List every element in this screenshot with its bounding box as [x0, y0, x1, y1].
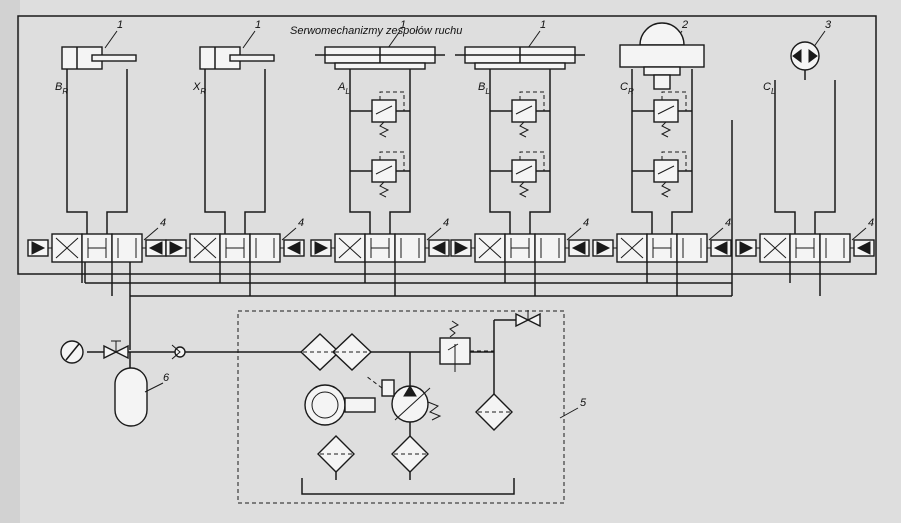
power-unit: 5 [237, 310, 587, 504]
valve-callout: 4 [160, 217, 166, 229]
actuator-4: 1BL [455, 19, 585, 235]
actuator-1: 1BR [55, 19, 137, 235]
pressure-valve-icon [490, 151, 550, 198]
actuator-5: 2CR [619, 19, 705, 235]
valve-callout: 4 [868, 217, 874, 229]
directional-valve-6: 4 [735, 217, 875, 296]
power-unit-frame [237, 310, 565, 504]
actuator-callout: 2 [681, 19, 688, 31]
actuator-callout: 1 [117, 19, 123, 31]
rotary-actuator-icon [639, 22, 685, 46]
servo-section-frame [17, 15, 877, 275]
actuator-6: 3CL [763, 19, 836, 235]
actuator-callout: 1 [400, 19, 406, 31]
valve-callout: 4 [583, 217, 589, 229]
directional-valve-4: 4 [450, 217, 590, 296]
actuator-callout: 3 [825, 19, 832, 31]
directional-valve-5: 4 [592, 217, 732, 296]
valve-callout: 4 [298, 217, 304, 229]
pressure-valve-icon [350, 151, 410, 198]
accumulator-branch: 6 [60, 340, 494, 427]
pressure-valve-icon [350, 91, 410, 138]
coupling [344, 397, 376, 413]
actuator-callout: 1 [540, 19, 546, 31]
valve-callout: 4 [443, 217, 449, 229]
pressure-valve-icon [632, 151, 692, 198]
actuator-label: BL [478, 81, 490, 96]
manifold-lines [84, 120, 733, 350]
power-unit-callout: 5 [580, 397, 587, 409]
actuator-callout: 1 [255, 19, 261, 31]
directional-valve-2: 4 [165, 217, 305, 296]
reservoir [301, 478, 515, 495]
directional-valve-3: 4 [310, 217, 450, 296]
actuator-3: 1AL [315, 19, 445, 235]
pressure-valve-icon [490, 91, 550, 138]
accumulator [114, 367, 148, 427]
accumulator-callout: 6 [163, 372, 170, 384]
check-valve-icon [171, 344, 186, 360]
motor-icon [304, 384, 346, 426]
valve-group: 4 4 4 4 4 4 [27, 217, 875, 296]
valve-callout: 4 [725, 217, 731, 229]
servo-section-title: Serwomechanizmy zespołów ruchu [290, 25, 462, 37]
pressure-valve-icon [632, 91, 692, 138]
